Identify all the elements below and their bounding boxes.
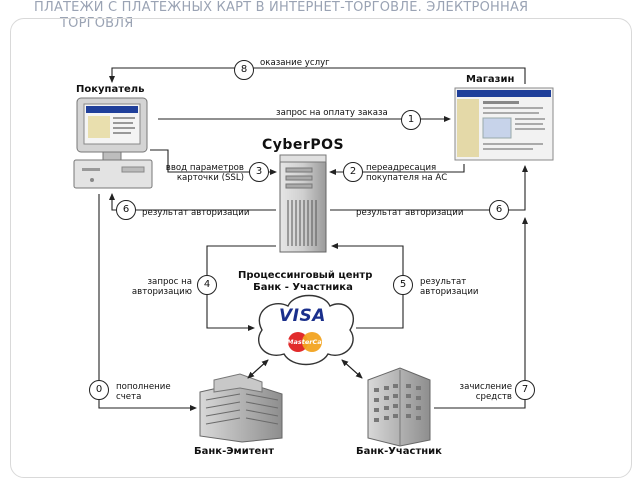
member-bank-building-icon [367, 367, 431, 447]
card-network-cloud [257, 294, 355, 366]
arrow-step-7 [434, 217, 528, 409]
issuer-bank-building-icon [199, 373, 283, 443]
step-6-left-label: результат авторизации [142, 208, 250, 218]
step-8-badge: 8 [234, 60, 254, 80]
issuer-bank-label: Банк-Эмитент [194, 446, 275, 457]
step-2-badge: 2 [343, 162, 363, 182]
step-4-label-line-1: запрос на [147, 277, 192, 287]
step-2-label-line-2: покупателя на АС [366, 173, 448, 183]
step-0-label: пополнение счета [116, 382, 171, 402]
step-3-label-line-1: ввод параметров [165, 163, 244, 173]
step-7-badge: 7 [515, 380, 535, 400]
step-5-label-line-1: результат [420, 277, 467, 287]
cyberpos-server-icon [279, 154, 327, 253]
mastercard-logo-text: MasterCard [287, 338, 330, 346]
step-1-label: запрос на оплату заказа [276, 108, 388, 118]
buyer-label: Покупатель [76, 84, 145, 95]
mastercard-logo-icon [288, 332, 322, 352]
processing-center-line-1: Процессинговый центр [238, 270, 373, 281]
step-3-badge: 3 [249, 162, 269, 182]
processing-center-label: Процессинговый центр Банк - Участника [238, 270, 373, 294]
step-7-label-line-1: зачисление [459, 382, 513, 392]
title-line-2: ТОРГОВЛЯ [60, 16, 134, 31]
step-0-label-line-1: пополнение [116, 382, 171, 392]
step-6-right-label: результат авторизации [356, 208, 464, 218]
buyer-computer-icon [73, 97, 153, 189]
arrow-step-6-right [330, 165, 528, 211]
page-title: ПЛАТЕЖИ С ПЛАТЕЖНЫХ КАРТ В ИНТЕРНЕТ-ТОРГ… [34, 0, 624, 32]
shop-label: Магазин [466, 74, 515, 85]
step-3-label-line-2: карточки (SSL) [176, 173, 244, 183]
shop-website-icon [454, 87, 554, 161]
title-line-1: ПЛАТЕЖИ С ПЛАТЕЖНЫХ КАРТ В ИНТЕРНЕТ-ТОРГ… [34, 0, 529, 15]
step-8-label: оказание услуг [260, 58, 330, 68]
step-4-badge: 4 [197, 275, 217, 295]
step-5-label: результат авторизации [420, 277, 479, 297]
content-frame [10, 18, 632, 478]
step-6-right-badge: 6 [489, 200, 509, 220]
cyberpos-label: CyberPOS [262, 137, 345, 153]
visa-logo-text: VISA [279, 306, 326, 326]
step-2-label: переадресация покупателя на АС [366, 163, 447, 183]
step-4-label-line-2: авторизацию [131, 287, 192, 297]
step-2-label-line-1: переадресация [366, 163, 437, 173]
processing-center-line-2: Банк - Участника [253, 282, 353, 293]
arrow-step-2 [329, 164, 465, 175]
member-bank-label: Банк-Участник [356, 446, 442, 457]
arrow-step-0 [98, 194, 197, 411]
step-4-label: запрос на авторизацию [118, 277, 192, 297]
step-0-badge: 0 [89, 380, 109, 400]
step-5-label-line-2: авторизации [420, 287, 479, 297]
arrow-step-8 [109, 67, 526, 84]
step-0-label-line-2: счета [116, 392, 142, 402]
step-5-badge: 5 [393, 275, 413, 295]
step-6-left-badge: 6 [116, 200, 136, 220]
step-3-label: ввод параметров карточки (SSL) [160, 163, 244, 183]
step-1-badge: 1 [401, 110, 421, 130]
arrow-step-6-left [109, 193, 276, 211]
arrow-step-3 [150, 149, 277, 175]
step-7-label: зачисление средств [440, 382, 513, 402]
step-7-label-line-2: средств [475, 392, 512, 402]
